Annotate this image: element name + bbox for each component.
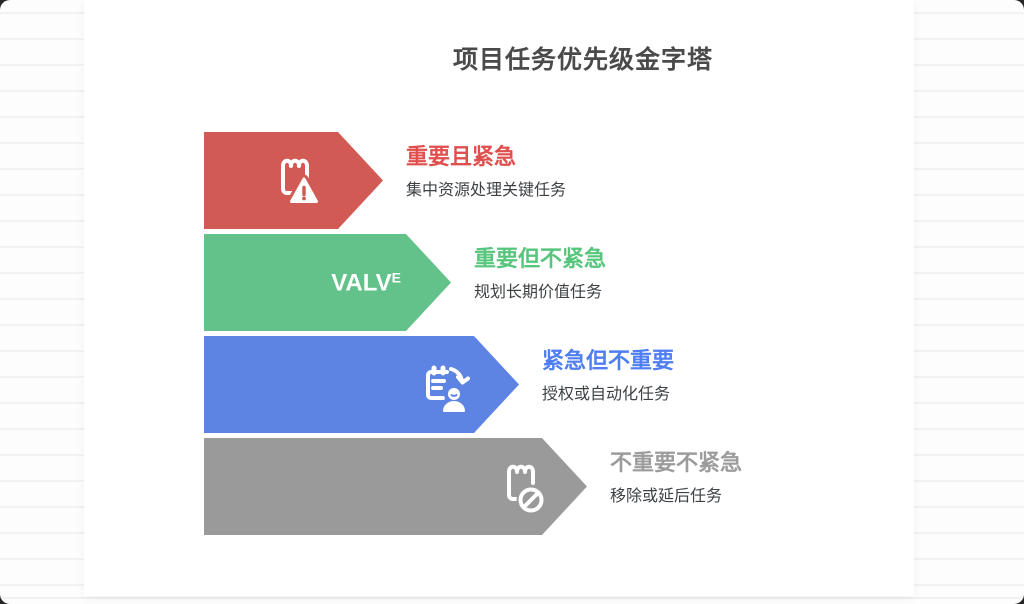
infographic-card: 项目任务优先级金字塔 重要且紧急 集中资源处理关键任务 — [84, 0, 914, 596]
priority-row-not-important-not-urgent: 不重要不紧急 移除或延后任务 — [204, 438, 742, 535]
priority-arrow — [204, 438, 587, 535]
priority-arrow: VALVE — [204, 234, 451, 331]
priority-arrow — [204, 336, 519, 433]
priority-label: 重要且紧急 — [406, 144, 517, 169]
priority-description: 移除或延后任务 — [610, 488, 723, 505]
priority-description: 授权或自动化任务 — [542, 386, 671, 403]
priority-arrow — [204, 132, 383, 229]
priority-label: 重要但不紧急 — [474, 246, 607, 271]
bottom-rule-line — [0, 597, 1024, 599]
alert-notepad-icon — [263, 151, 323, 211]
valve-text: VALV — [331, 269, 392, 296]
delegate-notepad-icon — [410, 355, 470, 415]
priority-row-important-urgent: 重要且紧急 集中资源处理关键任务 — [204, 132, 566, 229]
priority-description: 规划长期价值任务 — [474, 284, 603, 301]
priority-row-important-not-urgent: VALVE 重要但不紧急 规划长期价值任务 — [204, 234, 606, 331]
page-title: 项目任务优先级金字塔 — [452, 46, 713, 74]
valve-superscript: E — [391, 269, 401, 285]
blocked-notepad-icon — [489, 457, 549, 517]
valve-wordmark: VALVE — [331, 270, 401, 295]
priority-label: 紧急但不重要 — [542, 348, 675, 373]
priority-label: 不重要不紧急 — [610, 450, 743, 475]
priority-description: 集中资源处理关键任务 — [406, 182, 567, 199]
priority-row-urgent-not-important: 紧急但不重要 授权或自动化任务 — [204, 336, 674, 433]
